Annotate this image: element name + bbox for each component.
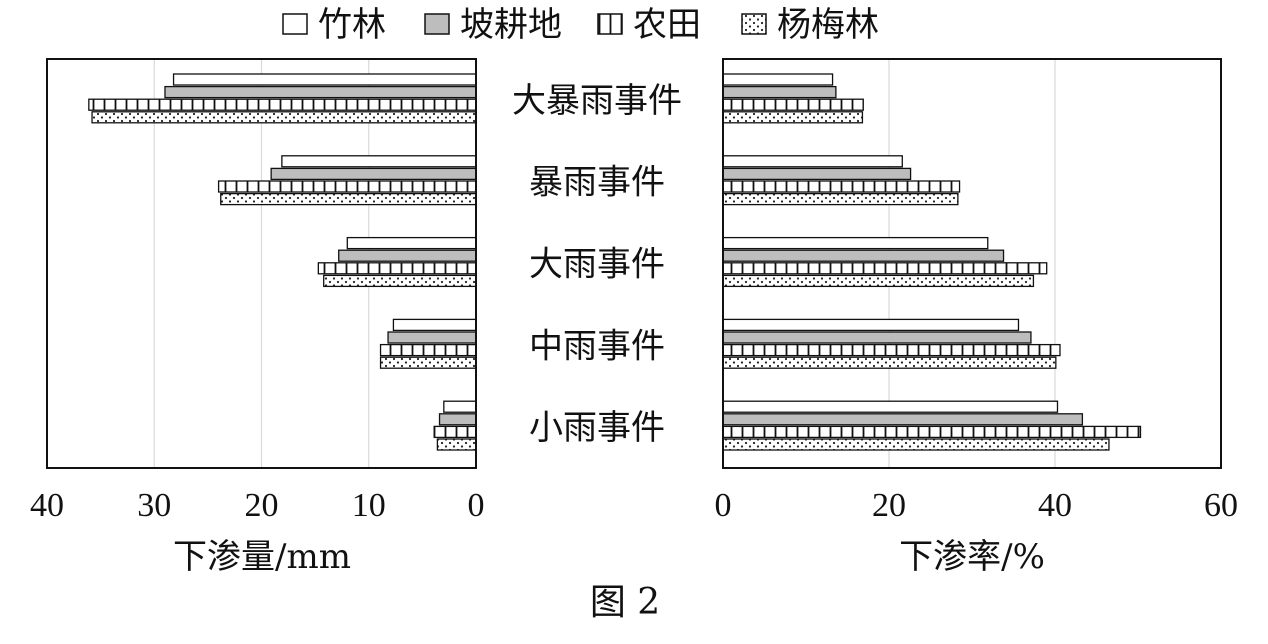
left-bar-light-rain-farmland (433, 425, 477, 439)
legend-swatch-farmland (597, 13, 623, 35)
left-bar-rainstorm-slope-farmland (270, 167, 477, 181)
right-bar-light-rain-farmland (722, 425, 1142, 439)
legend-label-farmland: 农田 (633, 5, 701, 45)
right-bar-rainstorm-farmland (722, 180, 961, 193)
right-bar-extreme-rainstorm-bamboo (722, 73, 834, 86)
left-bar-heavy-rain-slope-farmland (338, 249, 477, 262)
left-bar-extreme-rainstorm-farmland (88, 98, 477, 111)
right-chart-panel: 0 20 40 60 下渗率/% (715, 58, 1239, 577)
right-plot-frame (722, 58, 1222, 469)
left-tick-label: 30 (137, 487, 171, 524)
left-bar-light-rain-slope-farmland (438, 413, 477, 426)
right-bar-extreme-rainstorm-bayberry (722, 111, 864, 124)
legend-swatch-bamboo (282, 13, 308, 35)
left-bar-extreme-rainstorm-bayberry (91, 111, 477, 124)
right-bar-heavy-rain-bayberry (722, 274, 1035, 288)
left-bar-rainstorm-bamboo (281, 155, 477, 168)
legend-swatch-bayberry (741, 13, 767, 35)
right-bar-light-rain-bamboo (722, 400, 1059, 413)
left-chart-panel: 40 30 20 10 0 下渗量/mm (30, 58, 485, 577)
right-bar-moderate-rain-farmland (722, 343, 1061, 357)
right-bar-rainstorm-bayberry (722, 192, 959, 206)
category-label-light-rain: 小雨事件 (529, 408, 665, 448)
right-tick-labels: 0 20 40 60 (715, 487, 1239, 524)
right-bar-extreme-rainstorm-farmland (722, 98, 864, 111)
left-bar-rainstorm-bayberry (220, 192, 477, 206)
right-bar-light-rain-slope-farmland (722, 413, 1084, 426)
left-tick-label: 40 (30, 487, 64, 524)
left-bar-rainstorm-farmland (217, 180, 477, 193)
left-bar-moderate-rain-bamboo (392, 318, 477, 332)
right-bar-light-rain-bayberry (722, 438, 1110, 451)
legend-label-bayberry: 杨梅林 (777, 5, 879, 45)
legend-swatch-slope-farmland (424, 13, 450, 35)
right-x-axis-label: 下渗率/% (899, 537, 1045, 577)
right-tick-label: 60 (1204, 487, 1238, 524)
left-bar-extreme-rainstorm-bamboo (172, 73, 477, 86)
legend: 竹林 坡耕地 农田 杨梅林 (282, 5, 879, 45)
right-tick-label: 40 (1038, 487, 1072, 524)
figure-caption: 图 2 (590, 582, 660, 623)
right-bar-heavy-rain-slope-farmland (722, 249, 1005, 262)
right-bar-rainstorm-slope-farmland (722, 167, 912, 181)
left-x-axis-label: 下渗量/mm (173, 537, 351, 577)
left-bars (88, 73, 477, 451)
right-bar-moderate-rain-bayberry (722, 356, 1057, 369)
category-label-extreme-rainstorm: 大暴雨事件 (512, 81, 682, 121)
right-bar-heavy-rain-bamboo (722, 236, 989, 250)
right-tick-label: 20 (872, 487, 906, 524)
right-bars (722, 73, 1142, 451)
left-tick-labels: 40 30 20 10 0 (30, 487, 485, 524)
left-tick-label: 20 (245, 487, 279, 524)
category-label-heavy-rain: 大雨事件 (529, 245, 665, 285)
right-bar-heavy-rain-farmland (722, 262, 1048, 275)
right-bar-rainstorm-bamboo (722, 155, 903, 168)
left-bar-light-rain-bamboo (443, 400, 477, 413)
left-bar-moderate-rain-farmland (379, 343, 477, 357)
left-bar-moderate-rain-bayberry (379, 356, 477, 369)
left-bar-moderate-rain-slope-farmland (387, 331, 477, 344)
left-bar-heavy-rain-bamboo (346, 236, 477, 250)
category-label-moderate-rain: 中雨事件 (529, 326, 665, 366)
left-bar-light-rain-bayberry (436, 438, 477, 451)
right-tick-label: 0 (715, 487, 732, 524)
left-tick-label: 10 (352, 487, 386, 524)
legend-label-slope-farmland: 坡耕地 (460, 5, 562, 45)
left-plot-frame (46, 58, 477, 469)
legend-label-bamboo: 竹林 (318, 5, 386, 45)
left-bar-heavy-rain-bayberry (323, 274, 477, 288)
right-bar-moderate-rain-bamboo (722, 318, 1020, 332)
left-bar-heavy-rain-farmland (317, 262, 477, 275)
category-label-rainstorm: 暴雨事件 (529, 163, 665, 203)
left-bar-extreme-rainstorm-slope-farmland (164, 85, 477, 99)
right-bar-extreme-rainstorm-slope-farmland (722, 85, 837, 99)
left-tick-label: 0 (468, 487, 485, 524)
right-bar-moderate-rain-slope-farmland (722, 331, 1032, 344)
